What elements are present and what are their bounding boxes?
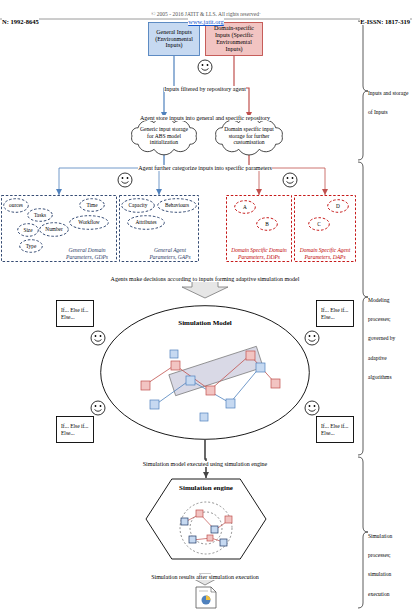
parameter-cloud: Behaviours: [157, 198, 197, 213]
label-box: Inputs and storage of Inputs: [368, 80, 410, 118]
rule-box: If... Else if... Else...: [56, 300, 94, 327]
label-box: Agent store inputs into general and spec…: [85, 105, 325, 124]
label-box: E-ISSN: 1817-319: [330, 9, 410, 28]
connector: [205, 440, 206, 478]
parameter-group: General Agent Parameters, GAPs Capacity Be…: [119, 195, 199, 262]
node-text: If... Else if... Else...: [321, 307, 349, 320]
page-header-text: N: 1992-8645: [2, 18, 39, 25]
node-text: Capacity: [129, 202, 148, 208]
label-box: Modeling processes; governed by adaptive…: [368, 287, 410, 383]
connector: [59, 154, 164, 195]
rule-box: If... Else if... Else...: [316, 300, 354, 327]
step-label: Agents make decisions according to input…: [111, 276, 300, 282]
node-text: Domain specific input storage for furthe…: [222, 126, 276, 145]
node-text: Behaviours: [165, 202, 189, 208]
connector: [159, 154, 164, 195]
label-box: Simulation model executed using simulati…: [85, 451, 325, 470]
label-box: Simulation processes; simulation executi…: [368, 523, 410, 600]
node-text: Generic input storage for ABS model init…: [138, 126, 190, 145]
rule-box: If... Else if... Else...: [316, 416, 354, 443]
node-text: Size: [23, 227, 32, 233]
label-box: www.jatit.org: [156, 9, 256, 28]
node-text: Type: [26, 243, 37, 249]
bracket: [358, 21, 368, 608]
node-text: If... Else if... Else...: [61, 423, 89, 436]
simulation-engine: Simulation engine: [145, 478, 267, 560]
parameter-cloud: ources: [3, 198, 29, 213]
result-document: [196, 587, 216, 608]
node-text: B: [265, 221, 269, 227]
phase-label: Simulation processes; simulation executi…: [368, 533, 392, 597]
rule-box: If... Else if... Else...: [56, 416, 94, 443]
storage-cloud: Domain specific input storage for furthe…: [212, 118, 286, 154]
parameter-cloud: B: [256, 217, 278, 231]
phase-label: Inputs and storage of Inputs: [368, 90, 408, 115]
connector: [249, 154, 325, 195]
parameter-group: Domain Specific Agent Parameters, DAPs C D: [294, 195, 356, 262]
node-text: Time: [87, 202, 98, 208]
node-text: ources: [9, 202, 23, 208]
node-text: Domain-specific Inputs (Specific Environ…: [208, 25, 260, 53]
node-text: General Domain Parameters, GDPs: [60, 247, 114, 260]
label-box: Agent further categorize inputs into spe…: [85, 155, 325, 174]
agent-face: [91, 60, 319, 415]
parameter-cloud: Number: [39, 222, 69, 237]
parameter-cloud: Attributes: [127, 215, 165, 230]
parameter-cloud: Tasks: [27, 208, 53, 222]
node-text: Domain Specific Agent Parameters, DAPs: [296, 247, 354, 260]
parameter-cloud: C: [308, 217, 330, 231]
node-text: General Inputs (Environmental Inputs): [151, 29, 197, 50]
parameter-cloud: Workflow: [69, 215, 109, 230]
node-text: Attributes: [135, 219, 156, 225]
parameter-group: Domain Specific Domain Parameters, DDPs A…: [226, 195, 292, 262]
node-text: A: [243, 204, 247, 210]
node-text: C: [317, 221, 321, 227]
parameter-cloud: Capacity: [121, 198, 155, 213]
label-box: Simulation results after simulation exec…: [85, 564, 325, 583]
page-header-text: www.jatit.org: [188, 18, 224, 25]
label-box: Agents make decisions according to input…: [60, 266, 350, 285]
parameter-cloud: Size: [17, 223, 39, 237]
input-box: General Inputs (Environmental Inputs): [148, 22, 200, 56]
parameter-cloud: Type: [19, 239, 43, 253]
phase-label: Modeling processes; governed by adaptive…: [368, 297, 395, 380]
label-box: N: 1992-8645: [2, 9, 82, 28]
parameter-cloud: Time: [79, 198, 105, 212]
label-box: Inputs filtered by repository agent: [105, 76, 305, 95]
simulation-model: Simulation Model: [100, 305, 310, 440]
node-text: If... Else if... Else...: [61, 307, 89, 320]
page-header-text: E-ISSN: 1817-319: [360, 18, 410, 25]
parameter-cloud: A: [234, 200, 256, 214]
connector: [249, 154, 259, 195]
step-label: Simulation results after simulation exec…: [151, 574, 259, 580]
node-text: General Agent Parameters, GAPs: [144, 247, 196, 260]
node-text: Tasks: [34, 212, 46, 218]
step-label: Simulation model executed using simulati…: [143, 461, 267, 467]
page-header-text: © 2005 - 2016 JATIT & LLS. All rights re…: [151, 11, 260, 17]
input-box: Domain-specific Inputs (Specific Environ…: [205, 22, 263, 56]
node-text: If... Else if... Else...: [321, 423, 349, 436]
node-text: Simulation Model: [178, 319, 231, 327]
node-text: D: [336, 203, 340, 209]
node-text: Domain Specific Domain Parameters, DDPs: [228, 247, 290, 260]
step-label: Inputs filtered by repository agent: [164, 86, 246, 92]
node-text: Number: [45, 226, 62, 232]
step-label: Agent store inputs into general and spec…: [140, 115, 270, 121]
parameter-group: General Domain Parameters, GDPs ourcesTas…: [1, 195, 117, 262]
step-label: Agent further categorize inputs into spe…: [138, 165, 272, 171]
node-text: Simulation engine: [179, 484, 233, 492]
storage-cloud: Generic input storage for ABS model init…: [128, 118, 200, 154]
parameter-cloud: D: [327, 199, 349, 213]
node-text: Workflow: [78, 219, 99, 225]
